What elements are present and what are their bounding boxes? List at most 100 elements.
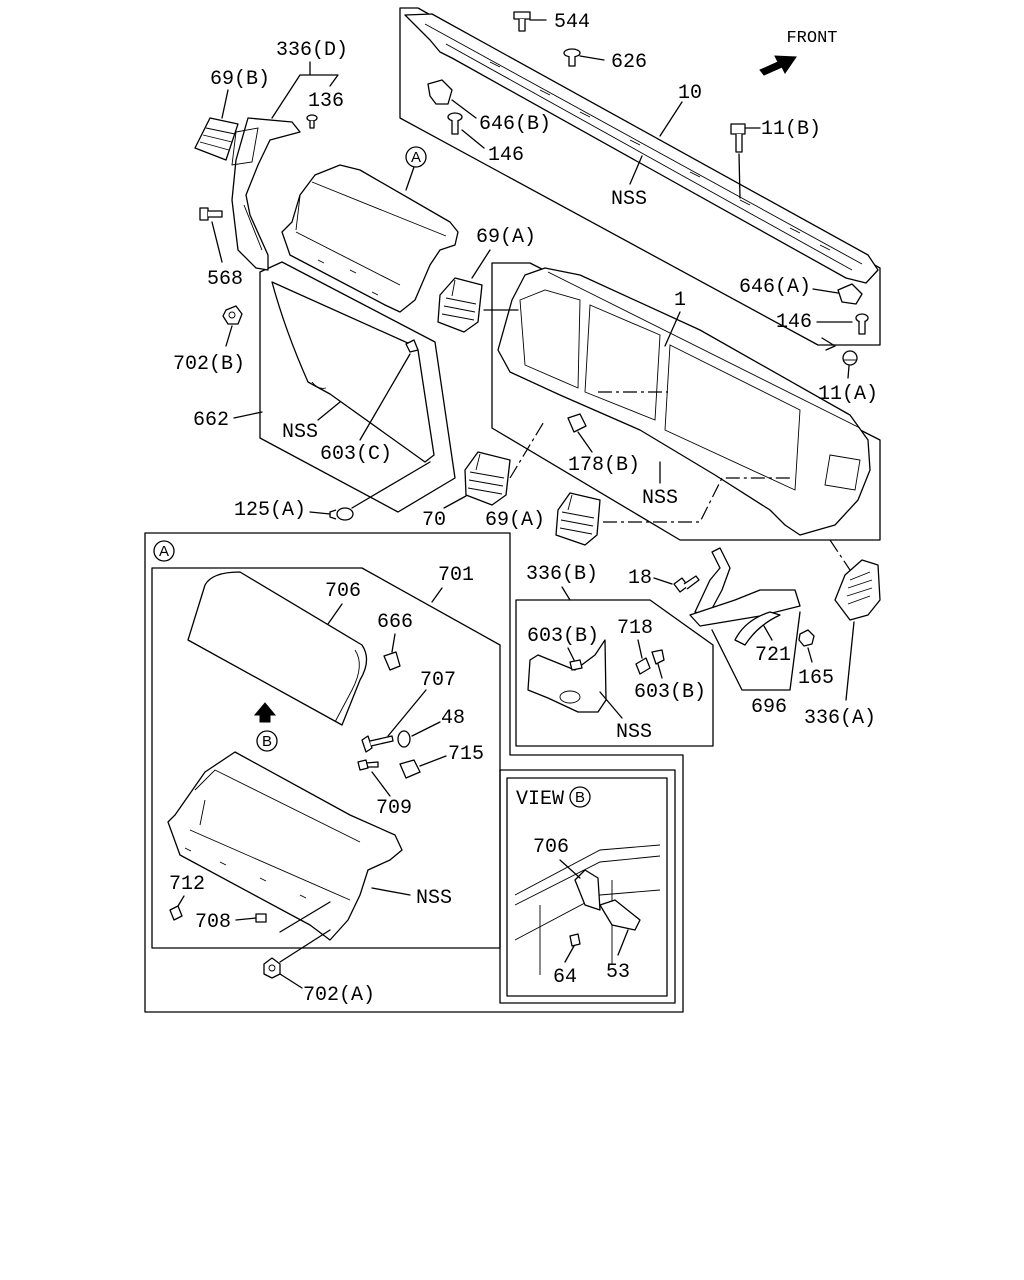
leader-146-right <box>816 321 853 351</box>
leader-336b <box>561 586 571 601</box>
bracket-53 <box>599 899 641 931</box>
screw-body <box>255 913 267 923</box>
leader-701 <box>431 587 443 603</box>
side-panel-336d <box>231 117 301 271</box>
callout-125a: 125(A) <box>234 499 306 522</box>
callout-48: 48 <box>441 707 465 730</box>
callout-11b: 11(B) <box>761 118 821 141</box>
dashboard-opening-left <box>519 289 581 389</box>
dashboard-frame <box>491 262 881 541</box>
clip-646b <box>427 79 453 105</box>
vent-body <box>194 117 239 161</box>
callout-646b: 646(B) <box>479 113 551 136</box>
leader-11a <box>847 365 850 379</box>
leader-706-view <box>559 859 581 879</box>
callout-712: 712 <box>169 873 205 896</box>
bolt-shank <box>683 575 700 590</box>
screw-146-right <box>855 313 869 335</box>
leader-1 <box>664 311 681 347</box>
latch-715 <box>399 759 421 779</box>
view-b-inner-frame <box>506 777 668 997</box>
callout-165: 165 <box>798 667 834 690</box>
callout-707: 707 <box>420 669 456 692</box>
glovebox-bin <box>167 751 403 941</box>
housing-holes <box>317 259 379 296</box>
view-b-outer-frame <box>499 769 676 1004</box>
vent-slats <box>467 453 505 495</box>
bolt-568 <box>199 207 223 221</box>
callout-708: 708 <box>195 911 231 934</box>
vent-70 <box>464 451 511 506</box>
rail-slots <box>489 61 831 251</box>
view-b-title: VIEW <box>516 788 564 811</box>
bolt-707 <box>361 735 394 753</box>
callout-603b-left: 603(B) <box>527 625 599 648</box>
dashboard-opening-cluster <box>664 344 801 491</box>
clip-head <box>336 507 354 521</box>
leader-48 <box>411 721 441 737</box>
trim-721 <box>734 611 781 646</box>
bolt-head <box>842 350 858 366</box>
vent-slats <box>559 494 595 535</box>
vent-69a-lower-connector <box>603 477 790 523</box>
bracket-696 <box>689 547 801 627</box>
leader-721 <box>763 625 773 641</box>
vent-70-connector <box>509 419 546 479</box>
cover-slats <box>846 571 873 605</box>
callout-nss-dash: NSS <box>642 487 678 510</box>
clip-shank <box>329 509 337 520</box>
view-b-marker-letter: B <box>262 733 272 750</box>
nut-702a <box>263 957 281 979</box>
bin-holes <box>184 847 307 899</box>
view-rail-line <box>514 889 661 941</box>
dashboard-vent-opening <box>824 454 861 491</box>
callout-136: 136 <box>308 90 344 113</box>
clip-646a <box>837 283 863 305</box>
callout-715: 715 <box>448 743 484 766</box>
leader-69a-upper <box>471 249 519 311</box>
bolt-shank <box>369 735 394 747</box>
dashboard-top-edge <box>547 271 861 429</box>
upper-rail-frame <box>399 7 881 346</box>
bolt-544 <box>513 11 531 32</box>
bin-body <box>167 751 403 941</box>
bracket-body <box>527 639 607 713</box>
callout-718: 718 <box>617 617 653 640</box>
screw-head <box>447 112 463 122</box>
vent-cover-336a <box>834 559 881 621</box>
callout-146-right: 146 <box>776 311 812 334</box>
panel-edge <box>243 204 263 251</box>
leader-lines <box>177 19 855 989</box>
view-b-title-marker-circle <box>569 786 591 808</box>
bolt-11b <box>730 123 746 153</box>
rail-edge-line <box>445 43 853 271</box>
nut-body <box>222 305 243 325</box>
callout-568: 568 <box>207 268 243 291</box>
view-b-detail <box>514 844 661 975</box>
screw-head <box>855 313 869 323</box>
leader-702b <box>225 325 233 347</box>
vent-69a-upper <box>437 277 483 333</box>
callout-70: 70 <box>422 509 446 532</box>
leader-165 <box>807 647 813 663</box>
glovebox-lid-706 <box>187 571 368 726</box>
leader-603b-left <box>567 647 575 661</box>
leader-709 <box>371 771 391 797</box>
panel-notch <box>311 381 327 389</box>
leader-nss-rail <box>629 155 643 185</box>
cover-body <box>834 559 881 621</box>
view-rail-line <box>514 844 661 896</box>
callout-696: 696 <box>751 696 787 719</box>
vent-336a-connector <box>829 539 851 571</box>
callout-662: 662 <box>193 409 229 432</box>
bolt-18 <box>673 575 700 593</box>
vent-body <box>464 451 511 506</box>
clip-125a <box>329 507 354 521</box>
screw-body <box>169 905 183 921</box>
callout-666: 666 <box>377 611 413 634</box>
leader-568 <box>211 221 223 263</box>
leader-646b <box>451 99 477 119</box>
leader-10 <box>659 101 683 137</box>
callout-646a: 646(A) <box>739 276 811 299</box>
callout-709: 709 <box>376 797 412 820</box>
